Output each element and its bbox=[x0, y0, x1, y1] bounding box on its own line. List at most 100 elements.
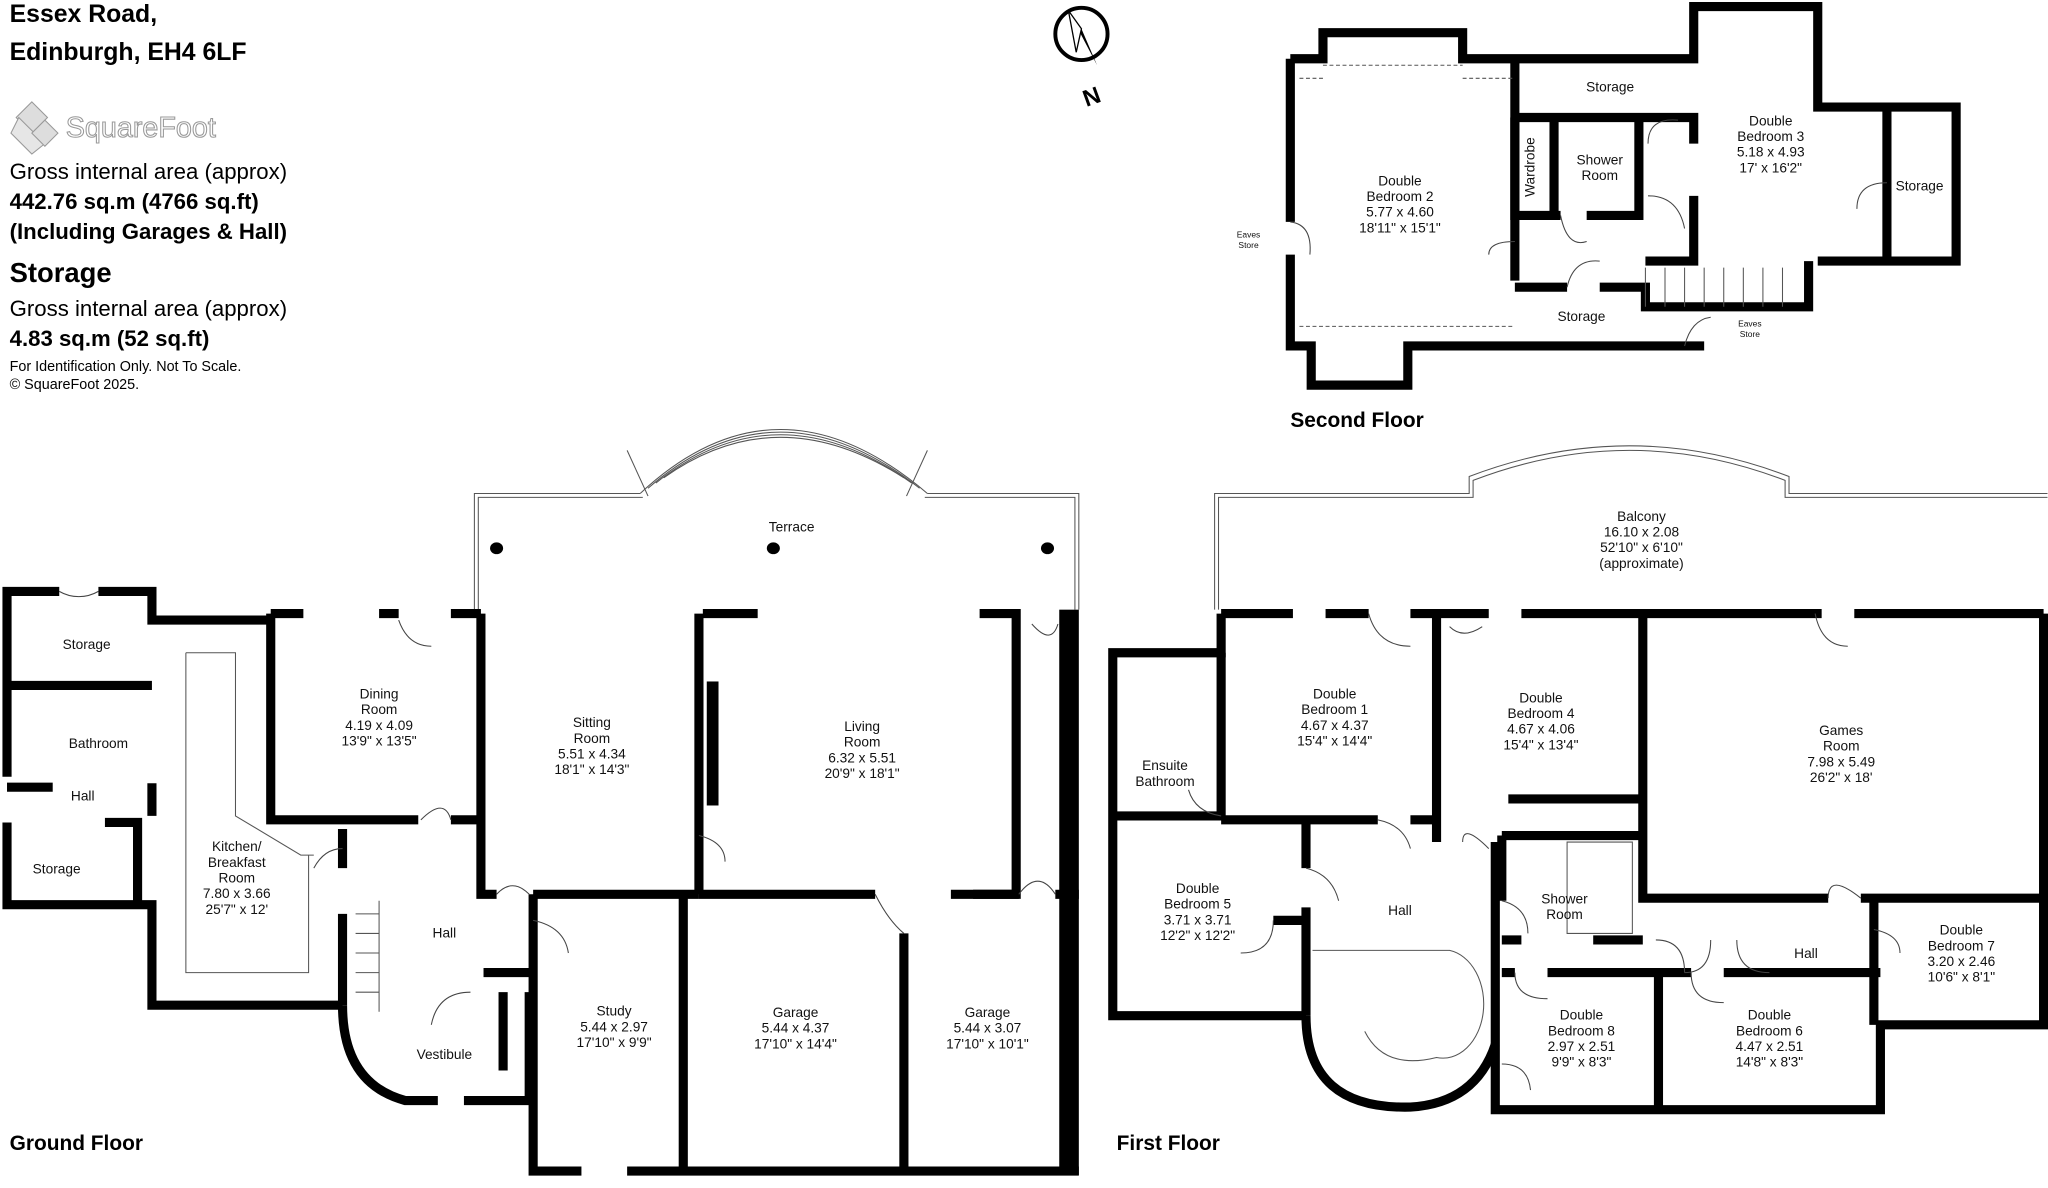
room-label-line: Terrace bbox=[769, 519, 815, 534]
room-label-line: 52'10" x 6'10" bbox=[1600, 540, 1683, 555]
room-label-line: Study bbox=[597, 1004, 632, 1019]
room-label-line: 17'10" x 10'1" bbox=[946, 1036, 1029, 1051]
storage-area-value: 4.83 sq.m (52 sq.ft) bbox=[10, 326, 210, 351]
logo-mark-icon bbox=[10, 101, 59, 155]
room-label-line: Storage bbox=[1586, 79, 1634, 94]
room-label-line: Store bbox=[1238, 240, 1259, 250]
ground-floor-plan: Ground Floor bbox=[2, 429, 1080, 1176]
room-label: Hall bbox=[1388, 903, 1412, 918]
room-label-line: Shower bbox=[1577, 152, 1624, 167]
room-label-line: 15'4" x 14'4" bbox=[1297, 733, 1372, 748]
room-label-line: 4.67 x 4.06 bbox=[1507, 722, 1575, 737]
room-label-line: 2.97 x 2.51 bbox=[1548, 1039, 1616, 1054]
logo-text: SquareFoot bbox=[66, 112, 216, 144]
area-note: (Including Garages & Hall) bbox=[10, 219, 287, 244]
room-label-line: Room bbox=[1546, 907, 1583, 922]
room-label: Vestibule bbox=[417, 1047, 473, 1062]
room-label-line: Eaves bbox=[1237, 230, 1261, 240]
room-label-line: 25'7" x 12' bbox=[205, 902, 268, 917]
room-label-line: 7.80 x 3.66 bbox=[203, 886, 271, 901]
squarefoot-logo: SquareFoot bbox=[10, 101, 216, 155]
room-label-line: 26'2" x 18' bbox=[1810, 770, 1873, 785]
room-label: Terrace bbox=[769, 519, 815, 534]
room-label-line: 5.44 x 2.97 bbox=[580, 1019, 648, 1034]
room-label-line: Storage bbox=[1896, 179, 1944, 194]
ground-floor-title: Ground Floor bbox=[10, 1132, 143, 1155]
room-label-line: 14'8" x 8'3" bbox=[1736, 1055, 1804, 1070]
first-floor-plan: First Floor bbox=[1108, 445, 2048, 1155]
room-label-line: Bedroom 4 bbox=[1507, 706, 1574, 721]
compass: N bbox=[1053, 5, 1110, 112]
room-label-line: Storage bbox=[1557, 309, 1605, 324]
room-label-line: Double bbox=[1313, 686, 1356, 701]
room-label-line: Room bbox=[574, 731, 611, 746]
room-label-line: 16.10 x 2.08 bbox=[1604, 525, 1680, 540]
pillar bbox=[490, 542, 504, 555]
room-label: Hall bbox=[71, 788, 95, 803]
room-label-line: 17'10" x 9'9" bbox=[577, 1035, 652, 1050]
second-floor-plan: Second Floor bbox=[1285, 1, 1961, 432]
room-label-line: Hall bbox=[433, 925, 457, 940]
room-label-line: Bedroom 3 bbox=[1737, 129, 1804, 144]
room-label-line: 15'4" x 13'4" bbox=[1503, 737, 1578, 752]
room-label-line: Storage bbox=[33, 861, 81, 876]
room-label-line: Room bbox=[361, 702, 398, 717]
room-label-line: Room bbox=[1581, 168, 1618, 183]
second-floor-title: Second Floor bbox=[1290, 409, 1423, 432]
room-label-line: 5.51 x 4.34 bbox=[558, 746, 626, 761]
terrace bbox=[473, 429, 1080, 610]
room-label-line: 5.18 x 4.93 bbox=[1737, 145, 1805, 160]
room-labels: StorageBathroomHallStorageKitchen/Breakf… bbox=[33, 79, 1996, 1069]
room-label-line: 5.77 x 4.60 bbox=[1366, 205, 1434, 220]
room-label-line: Bedroom 8 bbox=[1548, 1023, 1615, 1038]
room-label-line: 18'11" x 15'1" bbox=[1359, 220, 1441, 235]
pillar bbox=[1040, 542, 1055, 555]
room-label-line: Bedroom 6 bbox=[1736, 1023, 1803, 1038]
room-label: Storage bbox=[33, 861, 81, 876]
room-label-line: Balcony bbox=[1617, 509, 1666, 524]
room-label: Wardrobe bbox=[1522, 137, 1537, 197]
first-floor-title: First Floor bbox=[1117, 1132, 1220, 1155]
room-label-line: 12'2" x 12'2" bbox=[1160, 928, 1235, 943]
room-label-line: Double bbox=[1378, 173, 1421, 188]
room-label-line: Living bbox=[844, 719, 880, 734]
room-label: Hall bbox=[433, 925, 457, 940]
room-label-line: 13'9" x 13'5" bbox=[342, 733, 417, 748]
storage-area-label: Gross internal area (approx) bbox=[10, 296, 287, 321]
area-label: Gross internal area (approx) bbox=[10, 159, 287, 184]
room-label-line: Storage bbox=[63, 637, 111, 652]
room-label-line: Bathroom bbox=[1135, 774, 1194, 789]
room-label-line: Sitting bbox=[573, 715, 611, 730]
disclaimer: For Identification Only. Not To Scale. bbox=[10, 359, 242, 375]
room-label-line: Bedroom 2 bbox=[1366, 189, 1433, 204]
room-label-line: 18'1" x 14'3" bbox=[554, 762, 629, 777]
room-label-line: Room bbox=[219, 871, 256, 886]
room-label-line: Dining bbox=[360, 686, 399, 701]
room-label: Storage bbox=[1896, 179, 1944, 194]
storage-title: Storage bbox=[10, 257, 112, 288]
pillar bbox=[766, 542, 780, 555]
room-label-line: Shower bbox=[1541, 891, 1588, 906]
room-label-line: Double bbox=[1560, 1008, 1603, 1023]
copyright: © SquareFoot 2025. bbox=[10, 377, 140, 393]
room-label-line: Breakfast bbox=[208, 855, 266, 870]
room-label-line: Double bbox=[1749, 113, 1792, 128]
compass-north-label: N bbox=[1079, 81, 1104, 111]
room-label-line: 17' x 16'2" bbox=[1739, 160, 1802, 175]
room-label-line: Room bbox=[1823, 739, 1860, 754]
room-label: Storage bbox=[63, 637, 111, 652]
